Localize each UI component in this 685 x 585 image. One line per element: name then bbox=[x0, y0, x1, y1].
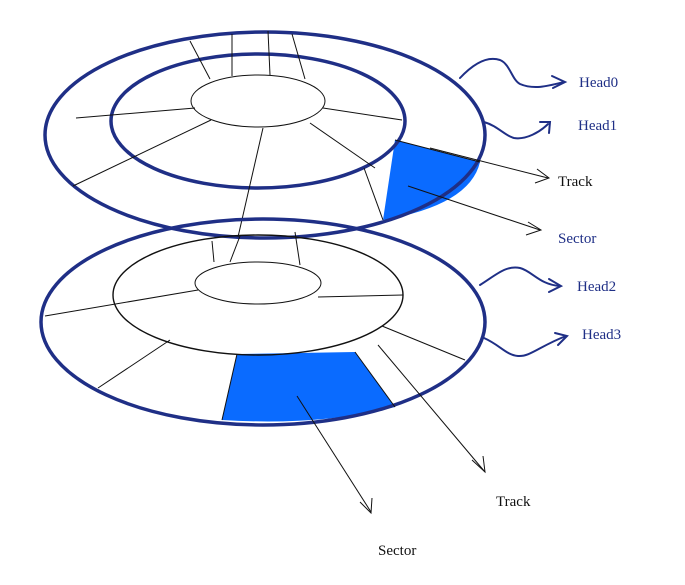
top-platter-outer-edge bbox=[43, 30, 487, 240]
head1-pointer bbox=[483, 121, 552, 140]
label-head0: Head0 bbox=[579, 75, 618, 91]
label-track-top: Track bbox=[558, 174, 593, 190]
track-bottom-pointer bbox=[377, 344, 486, 474]
label-head2: Head2 bbox=[577, 279, 616, 295]
label-head1: Head1 bbox=[578, 118, 617, 134]
label-sector-bottom: Sector bbox=[378, 543, 416, 559]
top-platter-sector-dividers bbox=[72, 30, 481, 238]
top-platter bbox=[43, 30, 487, 240]
head3-pointer bbox=[483, 332, 569, 358]
bottom-platter-outer-edge bbox=[39, 217, 487, 427]
label-head3: Head3 bbox=[582, 327, 621, 343]
head2-pointer bbox=[479, 266, 564, 293]
sector-top-pointer bbox=[407, 185, 543, 236]
top-platter-spindle-hole bbox=[190, 74, 326, 128]
bottom-platter-spindle-hole bbox=[194, 261, 322, 305]
head0-pointer bbox=[459, 57, 568, 89]
label-sector-top: Sector bbox=[558, 231, 596, 247]
bottom-platter-highlighted-sector bbox=[222, 352, 395, 422]
bottom-platter-sector-dividers bbox=[44, 231, 466, 421]
track-top-pointer bbox=[429, 147, 551, 184]
sector-bottom-pointer bbox=[296, 395, 373, 515]
label-track-bottom: Track bbox=[496, 494, 531, 510]
top-platter-highlighted-sector bbox=[383, 140, 480, 220]
bottom-platter bbox=[39, 217, 487, 427]
bottom-platter-track-ring bbox=[112, 234, 404, 356]
top-platter-track-ring bbox=[109, 52, 407, 190]
